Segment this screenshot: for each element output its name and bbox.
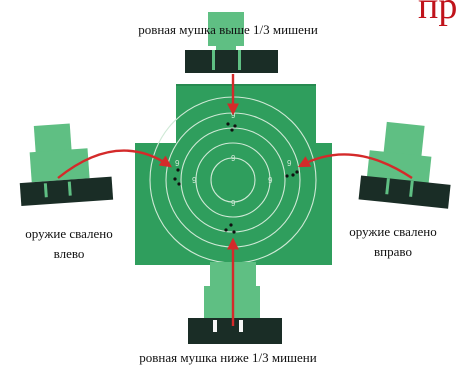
caption-bottom: ровная мушка ниже 1/3 мишени [139, 350, 317, 365]
ring-number: 9 [231, 154, 236, 163]
arrow-right [297, 153, 413, 179]
front-sight-top-icon [185, 12, 278, 73]
arrow-left [57, 149, 172, 179]
caption-top: ровная мушка выше 1/3 мишени [138, 22, 318, 37]
ring-number: 9 [268, 176, 273, 185]
caption-left: оружие свалено влево [4, 224, 134, 264]
ring-number: 9 [175, 159, 180, 168]
ring-number: 9 [287, 159, 292, 168]
shot-group-left [173, 168, 181, 186]
caption-left-line1: оружие свалено [25, 226, 113, 241]
arrows [57, 74, 413, 326]
caption-right: оружие свалено вправо [330, 222, 456, 262]
caption-right-line1: оружие свалено [349, 224, 437, 239]
ring-number: 9 [231, 199, 236, 208]
ring-2 [195, 142, 271, 218]
front-sight-left-icon [19, 123, 114, 207]
front-sight-bottom-icon [188, 262, 282, 344]
front-sight-right-icon [358, 121, 451, 209]
shot-group-top [226, 122, 237, 132]
shot-group-right [285, 170, 299, 178]
ring-number: 9 [192, 176, 197, 185]
ring-number: 9 [231, 111, 236, 120]
corner-glyph: пр [418, 0, 456, 27]
ring-1 [210, 157, 256, 203]
caption-right-line2: вправо [374, 244, 412, 259]
caption-left-line2: влево [53, 246, 85, 261]
shot-group-bottom [224, 223, 236, 234]
